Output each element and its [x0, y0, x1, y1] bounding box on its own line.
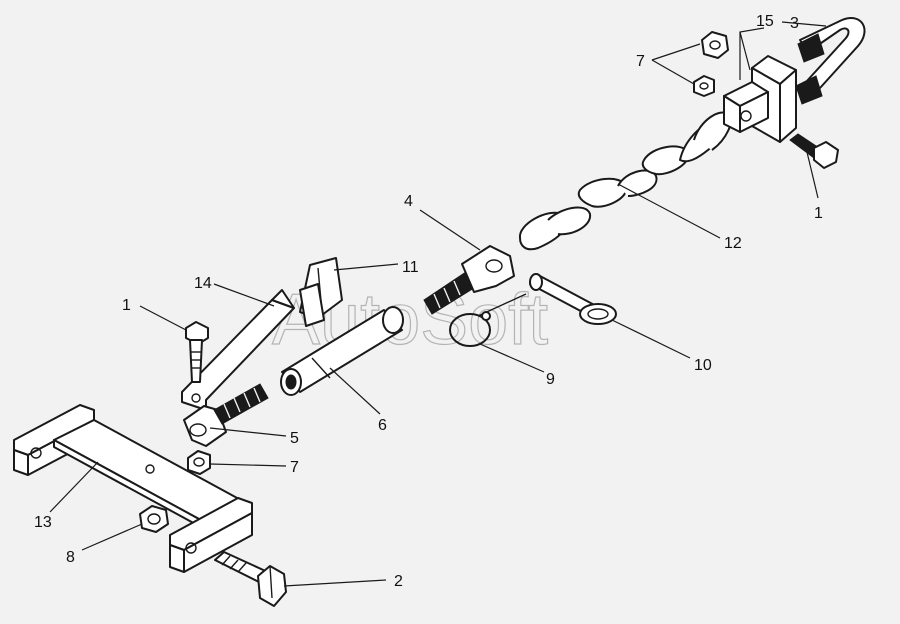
- callout-11: 11: [402, 259, 419, 276]
- bolt-2: [214, 551, 287, 607]
- callout-1-left: 1: [122, 297, 131, 314]
- callout-14: 14: [194, 275, 212, 292]
- callout-9: 9: [546, 371, 555, 388]
- callout-12: 12: [724, 235, 742, 252]
- stay-bar-14: [181, 289, 295, 411]
- threaded-fork-5: [183, 383, 269, 447]
- callout-5: 5: [290, 430, 299, 447]
- callout-6: 6: [378, 417, 387, 434]
- spring-ring-9: [449, 293, 527, 347]
- callout-10: 10: [694, 357, 712, 374]
- clevis-pin-10: [529, 273, 617, 325]
- chain-12: [519, 111, 732, 251]
- hex-nut-8: [139, 505, 169, 533]
- callout-4: 4: [404, 193, 413, 210]
- callout-8: 8: [66, 549, 75, 566]
- callout-labels: 15 3 7 1 12 4 11 14 1 10 9 6 5 7 13 8 2: [34, 13, 823, 590]
- callout-15: 15: [756, 13, 774, 30]
- hex-nuts-7-upper: [693, 31, 729, 97]
- callout-7-lower: 7: [290, 459, 299, 476]
- callout-2: 2: [394, 573, 403, 590]
- clamp-block-15: [723, 55, 797, 143]
- leader-lines: [49, 21, 827, 587]
- bolt-1-right: [789, 133, 839, 169]
- tension-tube-6: [280, 306, 404, 396]
- clamp-11: [299, 257, 343, 327]
- threaded-clevis-4: [423, 245, 515, 315]
- crossbar-bracket: [13, 404, 253, 573]
- callout-3: 3: [790, 15, 799, 32]
- hex-nut-7-lower: [187, 450, 211, 475]
- callout-13: 13: [34, 514, 52, 531]
- bolt-1-left: [185, 321, 209, 383]
- u-bolt-3: [795, 17, 866, 105]
- callout-7-upper: 7: [636, 53, 645, 70]
- callout-1-right: 1: [814, 205, 823, 222]
